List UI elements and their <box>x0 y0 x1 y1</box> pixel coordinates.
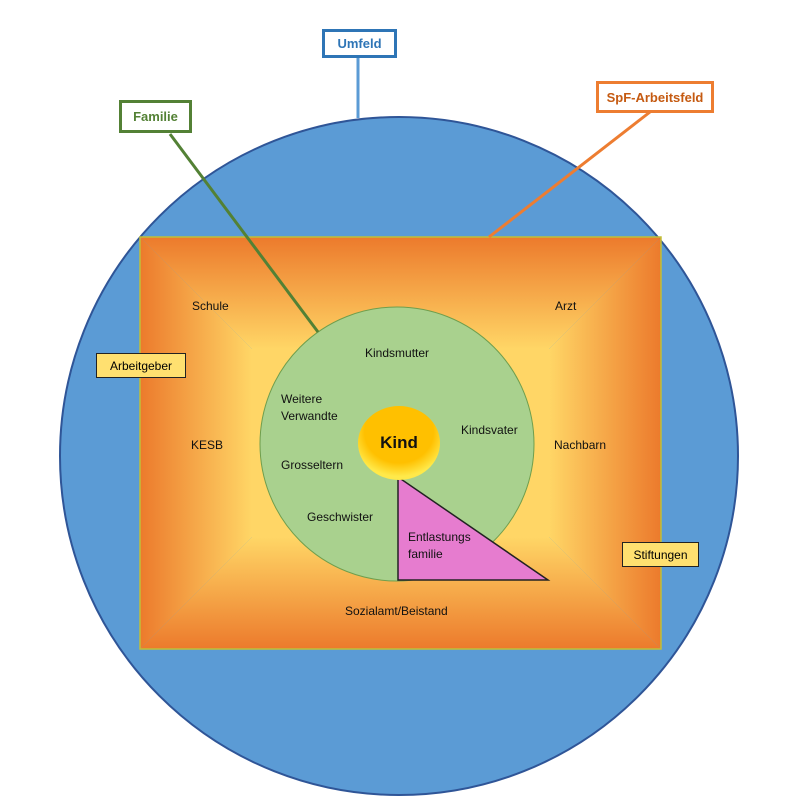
weitere-verwandte-label-line2: Verwandte <box>281 409 338 423</box>
arbeitgeber-box: Arbeitgeber <box>96 353 186 378</box>
entlastungsfamilie-label-line2: familie <box>408 547 443 561</box>
kind-label: Kind <box>380 433 418 452</box>
kind-circle <box>358 406 440 480</box>
kindsmutter-label: Kindsmutter <box>365 346 430 360</box>
sozialamt-label: Sozialamt/Beistand <box>345 604 448 618</box>
nachbarn-label: Nachbarn <box>554 438 607 452</box>
familie-connector <box>168 133 320 333</box>
weitere-verwandte-label-line1: Weitere <box>281 392 323 406</box>
spf-connector <box>488 110 651 239</box>
stiftungen-label: Stiftungen <box>633 547 688 562</box>
familie-label: Familie <box>133 109 178 124</box>
kesb-label: KESB <box>191 438 224 452</box>
grosseltern-label: Grosseltern <box>281 458 344 472</box>
arbeitgeber-label: Arbeitgeber <box>109 358 173 373</box>
familie-label-box: Familie <box>119 100 192 133</box>
umfeld-label-box: Umfeld <box>322 29 397 58</box>
stiftungen-box: Stiftungen <box>622 542 699 567</box>
spf-arbeitsfeld-label: SpF-Arbeitsfeld <box>606 89 704 105</box>
umfeld-label: Umfeld <box>337 36 382 51</box>
spf-arbeitsfeld-label-box: SpF-Arbeitsfeld <box>596 81 714 113</box>
entlastungsfamilie-label-line1: Entlastungs <box>408 530 471 544</box>
entlastungsfamilie-triangle <box>397 475 551 581</box>
kindsvater-label: Kindsvater <box>461 423 518 437</box>
geschwister-label: Geschwister <box>307 510 374 524</box>
arzt-label: Arzt <box>555 299 577 313</box>
schule-label: Schule <box>192 299 229 313</box>
